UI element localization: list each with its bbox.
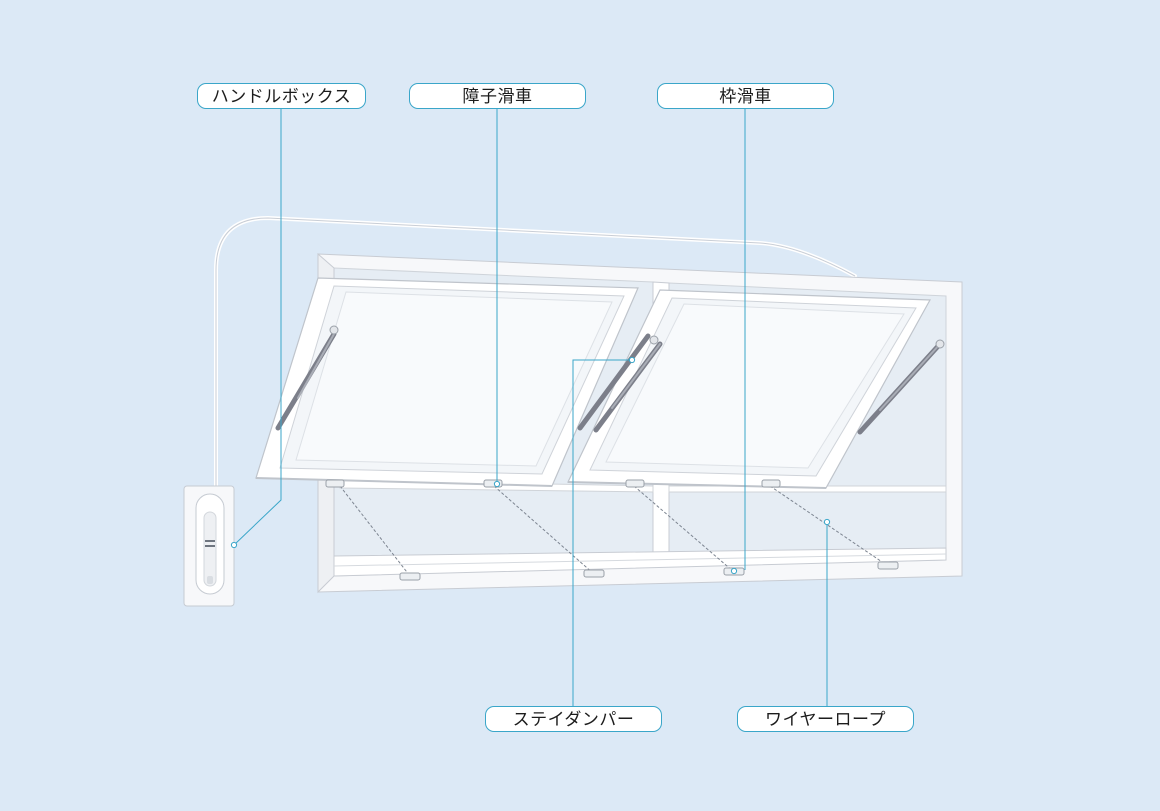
callout-wire-rope: ワイヤーロープ bbox=[737, 706, 914, 732]
stay-damper-dot bbox=[628, 356, 636, 364]
frame-pulleys bbox=[399, 561, 899, 581]
handle-box-dot bbox=[230, 541, 238, 549]
sash-pulley-dot bbox=[493, 480, 501, 488]
callout-sash-pulley: 障子滑車 bbox=[409, 83, 586, 109]
frame-pulley-dot bbox=[730, 567, 738, 575]
wire-ropes bbox=[339, 485, 889, 577]
stay-dampers bbox=[275, 325, 945, 435]
sash-left bbox=[255, 277, 639, 487]
callout-stay-damper: ステイダンパー bbox=[485, 706, 662, 732]
wire-rope-dot bbox=[823, 518, 831, 526]
sash-right bbox=[567, 289, 931, 489]
callout-frame-pulley: 枠滑車 bbox=[657, 83, 834, 109]
leader-dots bbox=[230, 356, 831, 575]
handle-box bbox=[183, 485, 235, 607]
callout-handle-box: ハンドルボックス bbox=[197, 83, 366, 109]
leader-lines bbox=[233, 109, 828, 706]
